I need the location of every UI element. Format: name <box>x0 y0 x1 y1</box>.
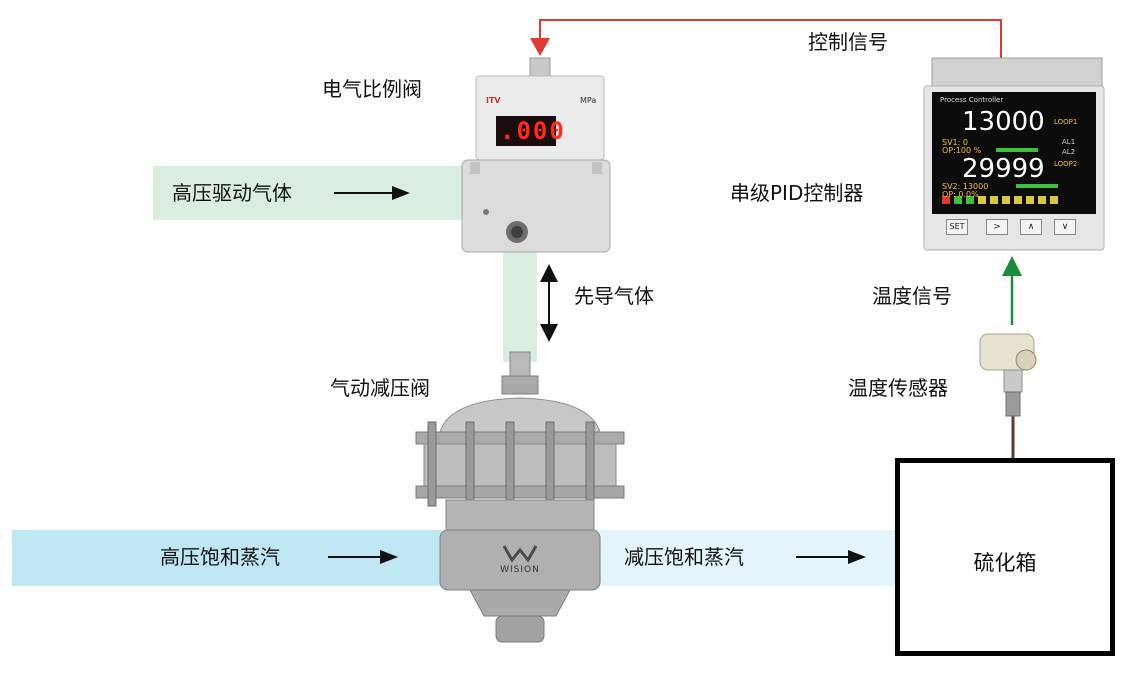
drive-gas-arrow <box>334 186 410 200</box>
valve-unit: MPa <box>580 96 597 105</box>
vulcanizer-label: 硫化箱 <box>973 551 1037 575</box>
electric-proportional-valve <box>461 57 611 253</box>
set-button-label: SET <box>949 222 965 231</box>
control-signal-line <box>530 19 1002 58</box>
temperature-sensor-device <box>979 333 1037 417</box>
vulcanizer-box: 硫化箱 <box>895 458 1115 656</box>
controller-header: Process Controller <box>940 96 1004 104</box>
controller-down-button[interactable]: ∨ <box>1054 219 1076 235</box>
temperature-signal-arrow <box>1002 256 1022 325</box>
valve-reading: .000 <box>500 117 566 145</box>
controller-label: 串级PID控制器 <box>730 181 864 205</box>
pilot-gas-band <box>503 252 537 362</box>
controller-pv1: 13000 <box>962 107 1045 137</box>
controller-sv2: SV2: 13000 <box>942 182 989 191</box>
pilot-gas-double-arrow <box>540 264 558 342</box>
electric-valve-label: 电气比例阀 <box>322 77 422 101</box>
high-pressure-steam-label: 高压饱和蒸汽 <box>160 545 280 569</box>
controller-al1: AL1 <box>1062 138 1076 146</box>
pneumatic-valve-label: 气动减压阀 <box>330 376 430 400</box>
pneumatic-reducing-valve <box>415 351 625 643</box>
pilot-gas-label: 先导气体 <box>574 284 654 308</box>
valve-led-display <box>496 116 556 146</box>
drive-gas-label: 高压驱动气体 <box>172 181 292 205</box>
controller-up-button[interactable]: ∧ <box>1020 219 1042 235</box>
reduced-steam-arrow <box>796 550 866 564</box>
right-button-label: > <box>993 222 1001 232</box>
valve-brand: ITV <box>486 96 501 105</box>
controller-op2: OP: 0.0% <box>942 190 979 199</box>
controller-al2: AL2 <box>1062 148 1076 156</box>
down-button-label: ∨ <box>1061 222 1069 232</box>
controller-loop2: LOOP2 <box>1054 160 1078 168</box>
pid-controller-device <box>923 57 1105 251</box>
controller-sv1: SV1: 0 <box>942 138 968 147</box>
controller-loop1: LOOP1 <box>1054 118 1078 126</box>
steam-arrow <box>328 550 398 564</box>
controller-set-button[interactable]: SET <box>946 219 968 235</box>
controller-pv2: 29999 <box>962 154 1045 184</box>
control-signal-label: 控制信号 <box>808 30 888 54</box>
up-button-label: ∧ <box>1027 222 1035 232</box>
drive-gas-band <box>153 166 465 220</box>
controller-right-button[interactable]: > <box>986 219 1008 235</box>
temperature-sensor-label: 温度传感器 <box>848 376 948 400</box>
controller-op1: OP:100 % <box>942 146 982 155</box>
reduced-steam-label: 减压饱和蒸汽 <box>624 545 744 569</box>
temperature-signal-label: 温度信号 <box>872 284 952 308</box>
valve-logo: WISION <box>500 565 540 575</box>
